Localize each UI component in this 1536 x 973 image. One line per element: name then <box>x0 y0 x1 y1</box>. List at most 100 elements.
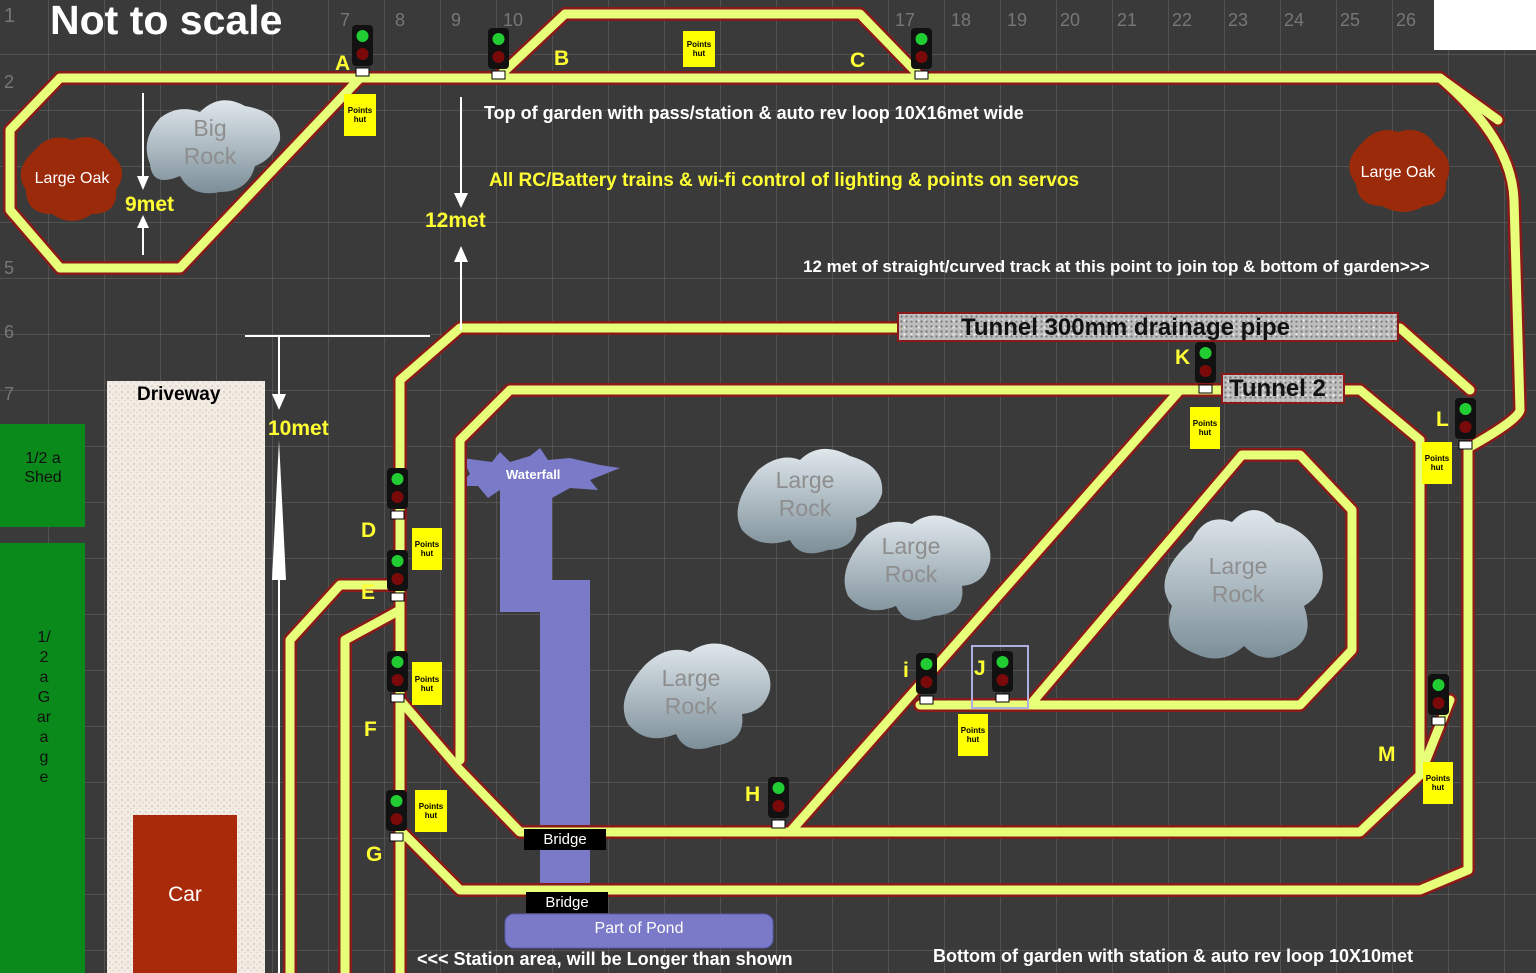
oak-right-label: Large Oak <box>1360 163 1436 181</box>
signal-label-b: B <box>554 47 570 70</box>
grid-number: 9 <box>451 10 462 30</box>
oak-right <box>1349 129 1450 212</box>
track-middle-loop <box>395 385 1425 837</box>
grid-number: 18 <box>951 10 972 30</box>
rock-2-label: Large Rock <box>881 533 941 587</box>
rock-1-label: Large Rock <box>775 467 835 521</box>
signal-label-e: E <box>361 581 376 604</box>
waterfall-splash <box>458 448 620 498</box>
driveway-label: Driveway <box>137 384 221 405</box>
dimension-10met: 10met <box>268 417 329 440</box>
grid-number: 22 <box>1172 10 1193 30</box>
white-patch <box>1434 0 1536 50</box>
rock-3-label: Large Rock <box>661 665 721 719</box>
note-join: 12 met of straight/curved track at this … <box>803 257 1430 276</box>
signals <box>352 25 1476 842</box>
points-hut: Points hut <box>1190 407 1220 449</box>
track-inner-loop <box>785 385 1185 837</box>
grid-number: 8 <box>395 10 406 30</box>
dimension-12met: 12met <box>425 209 486 232</box>
signal-icon-f <box>387 651 408 703</box>
signal-icon-e <box>387 550 408 602</box>
signal-label-g: G <box>366 843 383 866</box>
points-hut: Points hut <box>415 790 447 832</box>
rock-4-shape <box>1164 510 1323 659</box>
points-hut: Points hut <box>958 714 988 756</box>
grid-number: 17 <box>895 10 916 30</box>
signal-label-m: M <box>1378 743 1396 766</box>
waterfall-label: Waterfall <box>506 467 561 482</box>
signal-label-i: i <box>903 659 909 682</box>
points-hut: Points hut <box>683 31 715 67</box>
bridge-upper: Bridge <box>524 829 606 850</box>
signal-j-highlight <box>971 645 1029 709</box>
pond <box>504 913 774 949</box>
dimension-lines <box>137 93 468 973</box>
grid-number: 20 <box>1060 10 1081 30</box>
oak-left <box>20 137 123 221</box>
signal-label-d: D <box>361 519 377 542</box>
grid-number: 23 <box>1228 10 1249 30</box>
big-rock-shape <box>146 100 281 194</box>
grid-number: 7 <box>340 10 351 30</box>
track-pass-loop <box>492 9 927 83</box>
track-left-loop <box>5 73 365 273</box>
grid-number: 19 <box>1007 10 1028 30</box>
grid-number: 2 <box>4 72 15 92</box>
track-top-oval <box>55 73 1525 453</box>
rock-1-shape <box>737 448 883 554</box>
signal-label-a: A <box>335 52 351 75</box>
note-station: <<< Station area, will be Longer than sh… <box>417 949 793 969</box>
signal-icon-l <box>1455 398 1476 450</box>
note-bottom-garden: Bottom of garden with station & auto rev… <box>933 946 1414 966</box>
shed-label: 1/2 a Shed <box>24 450 62 486</box>
signal-label-f: F <box>364 718 377 741</box>
signal-icon-c <box>911 28 932 80</box>
signal-icon-k <box>1195 342 1216 394</box>
rocks <box>146 100 1323 750</box>
rock-4-label: Large Rock <box>1208 553 1268 607</box>
signal-icon-a <box>352 25 373 77</box>
grid-number: 25 <box>1340 10 1361 30</box>
points-hut: Points hut <box>412 528 442 570</box>
bridge-lower: Bridge <box>526 892 608 913</box>
signal-label-c: C <box>850 49 866 72</box>
signal-icon-m <box>1428 674 1449 726</box>
grid-number: 24 <box>1284 10 1305 30</box>
garage <box>0 543 85 973</box>
signal-icon-g <box>386 790 407 842</box>
grid-number: 6 <box>4 322 15 342</box>
car <box>133 815 237 973</box>
signal-icon-i <box>916 653 937 705</box>
grid-number: 7 <box>4 384 15 404</box>
signal-icon-j <box>992 651 1013 703</box>
grid-number: 21 <box>1117 10 1138 30</box>
track-inner-rev <box>915 450 1357 710</box>
garage-label: 1/2 a Garage <box>36 629 52 786</box>
points-hut: Points hut <box>344 94 376 136</box>
points-hut: Points hut <box>1422 442 1452 484</box>
track-right-join <box>1435 73 1503 125</box>
tunnel-1: Tunnel 300mm drainage pipe <box>897 312 1399 342</box>
signal-label-h: H <box>745 783 761 806</box>
note-top-garden: Top of garden with pass/station & auto r… <box>484 103 1024 123</box>
track-exit-left-2 <box>340 605 405 973</box>
rock-2-shape <box>844 515 991 621</box>
dimension-9met: 9met <box>125 193 175 216</box>
grid-number: 1 <box>4 5 16 27</box>
note-control: All RC/Battery trains & wi-fi control of… <box>489 170 1080 191</box>
signal-label-l: L <box>1436 408 1449 431</box>
grid-number: 10 <box>503 10 524 30</box>
stream <box>500 490 590 912</box>
signal-label-k: K <box>1175 346 1191 369</box>
page-title: Not to scale <box>50 0 283 43</box>
pond-label: Part of Pond <box>594 920 684 937</box>
oak-left-label: Large Oak <box>34 169 110 187</box>
rock-3-shape <box>623 643 771 750</box>
points-hut: Points hut <box>1423 762 1453 804</box>
signal-label-j: J <box>974 657 986 680</box>
grid-number: 26 <box>1396 10 1417 30</box>
track-exit-left-1 <box>285 580 405 973</box>
